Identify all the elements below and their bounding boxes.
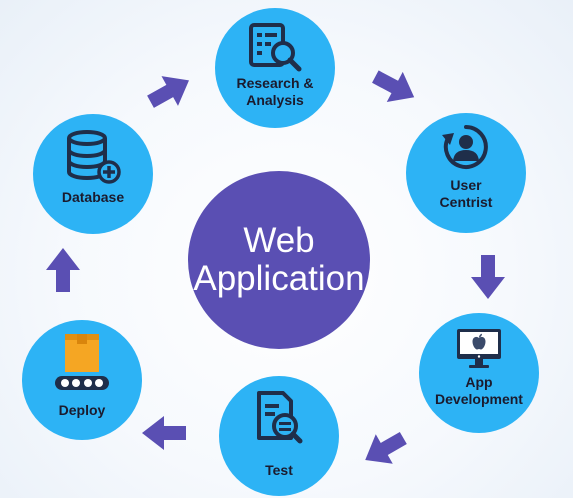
user-sync-icon — [442, 125, 488, 169]
research-label-line2: Analysis — [246, 92, 304, 108]
node-research-analysis: Research & Analysis — [215, 8, 335, 128]
center-title-line2: Application — [193, 259, 365, 298]
research-label-line1: Research & — [236, 75, 314, 91]
center-hub: Web Application — [188, 171, 370, 349]
user-label-line1: User — [450, 177, 482, 193]
report-search-icon — [249, 23, 302, 72]
arrow-user-to-app — [471, 255, 505, 299]
arrow-test-to-deploy — [142, 416, 186, 450]
desktop-apple-icon — [457, 329, 501, 368]
center-title-line1: Web — [243, 221, 315, 260]
arrow-deploy-to-database — [46, 248, 80, 292]
node-app-development: App Development — [419, 313, 539, 433]
node-deploy: Deploy — [22, 320, 142, 440]
node-user-centrist: User Centrist — [406, 113, 526, 233]
arrow-database-to-research — [142, 65, 198, 117]
package-conveyor-icon — [55, 334, 109, 390]
app-label-line2: Development — [435, 391, 523, 407]
database-add-icon — [67, 130, 121, 184]
database-label: Database — [61, 189, 125, 205]
node-test: Test — [219, 376, 339, 496]
app-label-line1: App — [465, 374, 493, 390]
user-label-line2: Centrist — [439, 194, 493, 210]
arrow-app-to-test — [356, 423, 412, 475]
deploy-label: Deploy — [58, 402, 106, 418]
document-test-icon — [257, 391, 303, 444]
arrow-research-to-user — [367, 61, 423, 113]
test-label: Test — [265, 462, 293, 478]
node-database: Database — [33, 114, 153, 234]
